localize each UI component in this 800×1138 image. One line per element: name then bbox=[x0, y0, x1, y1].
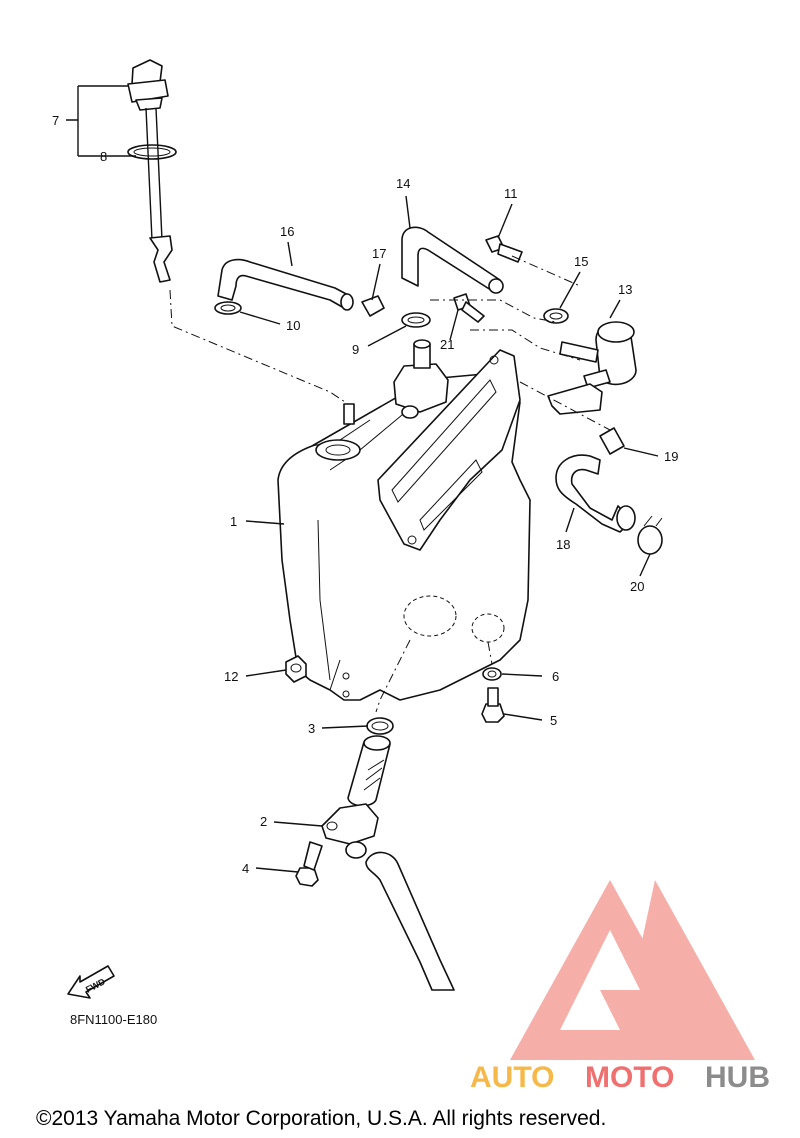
callout-14: 14 bbox=[396, 176, 410, 191]
nut-12 bbox=[285, 655, 307, 683]
callout-2: 2 bbox=[260, 814, 267, 829]
fwd-arrow: FWD bbox=[67, 965, 115, 999]
callout-17: 17 bbox=[372, 246, 386, 261]
callout-5: 5 bbox=[550, 713, 557, 728]
hose-clamp-10 bbox=[214, 301, 242, 315]
brand-auto: AUTO bbox=[470, 1061, 554, 1094]
callout-9: 9 bbox=[352, 342, 359, 357]
callout-1: 1 bbox=[230, 514, 237, 529]
bolt-4 bbox=[295, 841, 323, 887]
callout-labels: 1 2 3 4 5 6 7 8 9 10 11 12 13 14 15 16 1… bbox=[52, 113, 678, 876]
hose-clamp-9 bbox=[401, 312, 431, 328]
callout-12: 12 bbox=[224, 669, 238, 684]
callout-10: 10 bbox=[286, 318, 300, 333]
callout-11: 11 bbox=[504, 186, 518, 201]
automotohub-watermark bbox=[510, 880, 755, 1060]
hose-clamp-19 bbox=[599, 427, 625, 455]
hose-clamp-17 bbox=[361, 295, 385, 317]
o-ring-3 bbox=[366, 717, 394, 735]
dipstick-assembly bbox=[127, 59, 177, 283]
brand-moto: MOTO bbox=[585, 1061, 674, 1094]
washer-6 bbox=[482, 667, 502, 681]
callout-21: 21 bbox=[440, 337, 454, 352]
callout-8: 8 bbox=[100, 149, 107, 164]
watermark-g-mark bbox=[600, 990, 680, 1030]
callout-19: 19 bbox=[664, 449, 678, 464]
breather-hose-14 bbox=[401, 226, 504, 294]
callout-3: 3 bbox=[308, 721, 315, 736]
callout-13: 13 bbox=[618, 282, 632, 297]
callout-18: 18 bbox=[556, 537, 570, 552]
oil-strainer-pipe-2 bbox=[321, 735, 455, 991]
bolt-21 bbox=[453, 293, 485, 323]
callout-16: 16 bbox=[280, 224, 294, 239]
callout-7: 7 bbox=[52, 113, 59, 128]
drain-bolt-5 bbox=[481, 687, 505, 723]
brand-hub: HUB bbox=[705, 1061, 770, 1094]
watermark-triangle-right bbox=[640, 880, 755, 1060]
hose-clamp-15 bbox=[543, 308, 569, 324]
callout-20: 20 bbox=[630, 579, 644, 594]
breather-hose-16 bbox=[217, 258, 354, 311]
callout-6: 6 bbox=[552, 669, 559, 684]
alignment-lines bbox=[169, 255, 611, 713]
watermark-brand-text: AUTO MOTO HUB bbox=[470, 1061, 770, 1094]
breather-valve-13 bbox=[547, 321, 637, 415]
leader-lines bbox=[66, 85, 659, 873]
callout-15: 15 bbox=[574, 254, 588, 269]
callout-4: 4 bbox=[242, 861, 249, 876]
copyright-notice: ©2013 Yamaha Motor Corporation, U.S.A. A… bbox=[36, 1107, 606, 1130]
oil-tank-1 bbox=[277, 339, 531, 701]
cap-20 bbox=[637, 515, 663, 555]
hose-18 bbox=[555, 454, 636, 533]
drawing-code: 8FN1100-E180 bbox=[70, 1012, 157, 1027]
